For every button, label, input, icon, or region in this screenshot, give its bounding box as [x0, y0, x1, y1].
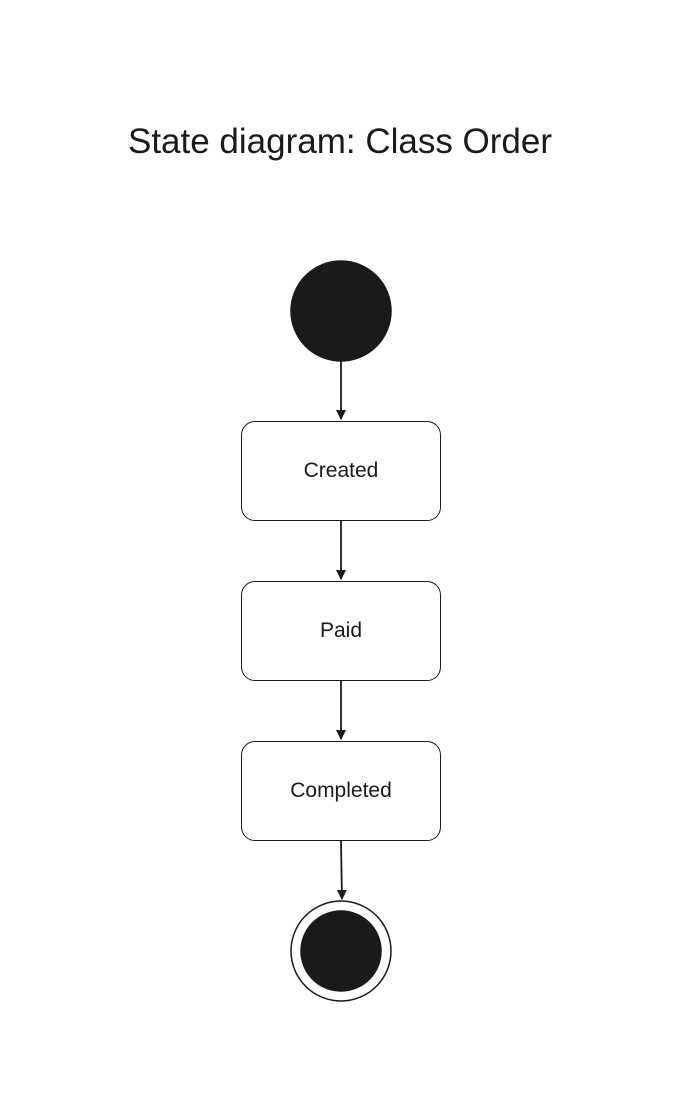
final-state-icon [300, 910, 382, 992]
state-completed: Completed [241, 741, 441, 841]
state-label-paid: Paid [319, 619, 363, 642]
initial-state-icon [290, 260, 392, 362]
state-paid: Paid [241, 581, 441, 681]
state-label-completed: Completed [290, 779, 392, 802]
transition-completed-to-final [336, 840, 347, 900]
state-created: Created [241, 421, 441, 521]
state-label-created: Created [303, 459, 379, 482]
page-title: State diagram: Class Order [127, 122, 553, 161]
